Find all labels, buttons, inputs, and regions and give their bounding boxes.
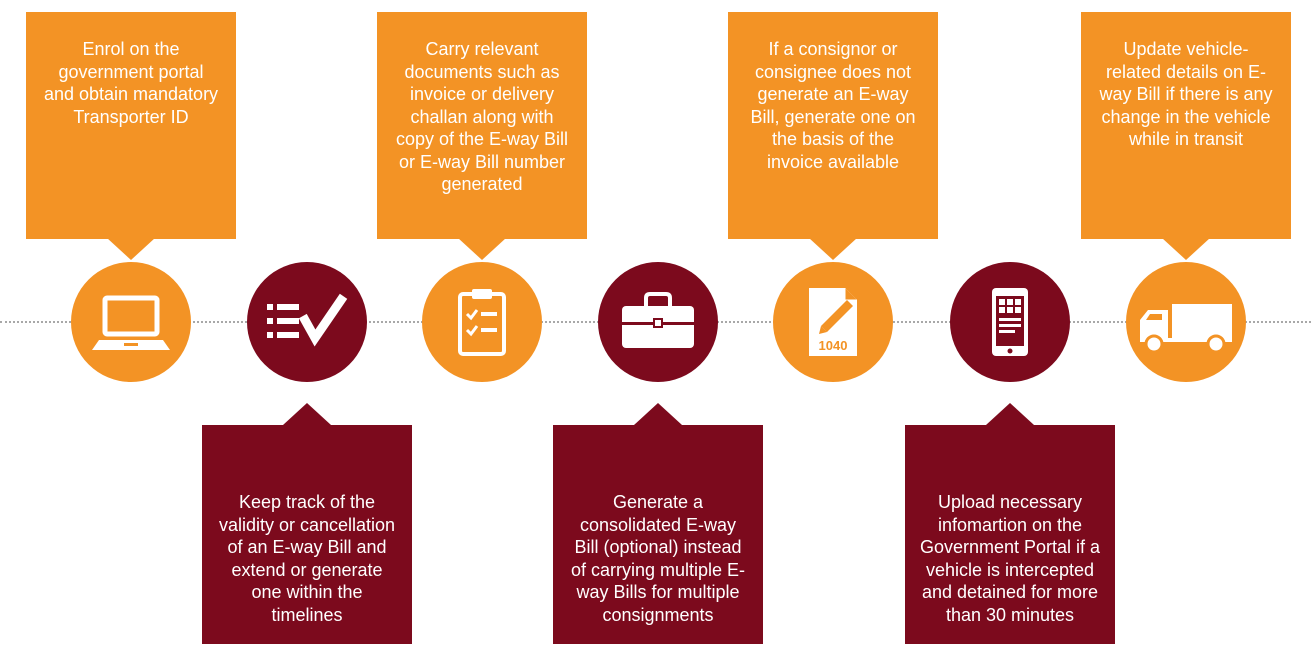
step-text: Upload necessary infomartion on the Gove… [919, 492, 1101, 625]
step-circle-enrol [71, 262, 191, 382]
step-circle-generate-on-invoice: 1040 [773, 262, 893, 382]
truck-icon [1140, 304, 1232, 354]
step-box-consolidated-bill: Generate a consolidated E-way Bill (opti… [553, 425, 763, 644]
step-box-track-validity: Keep track of the validity or cancellati… [202, 425, 412, 644]
clipboard-icon [458, 289, 506, 356]
step-box-generate-on-invoice: If a consignor or consignee does not gen… [728, 12, 938, 239]
laptop-icon [92, 295, 170, 350]
step-text: Enrol on the government portal and obtai… [43, 39, 219, 127]
step-pointer [283, 403, 331, 425]
step-text: Keep track of the validity or cancellati… [218, 492, 396, 625]
step-pointer [1162, 238, 1210, 260]
step-circle-track-validity [247, 262, 367, 382]
step-circle-update-vehicle [1126, 262, 1246, 382]
step-pointer [986, 403, 1034, 425]
step-text: Generate a consolidated E-way Bill (opti… [570, 492, 746, 625]
step-circle-consolidated-bill [598, 262, 718, 382]
step-text: Carry relevant documents such as invoice… [395, 39, 569, 194]
smartphone-icon [992, 288, 1028, 356]
step-box-upload-information: Upload necessary infomartion on the Gove… [905, 425, 1115, 644]
step-text: Update vehicle-related details on E-way … [1099, 39, 1273, 149]
form-label: 1040 [819, 338, 848, 353]
step-text: If a consignor or consignee does not gen… [750, 39, 916, 172]
step-box-update-vehicle: Update vehicle-related details on E-way … [1081, 12, 1291, 239]
step-circle-upload-information [950, 262, 1070, 382]
step-box-enrol: Enrol on the government portal and obtai… [26, 12, 236, 239]
step-pointer [458, 238, 506, 260]
briefcase-icon [622, 292, 694, 348]
tax-form-1040-icon: 1040 [809, 288, 857, 356]
step-box-carry-documents: Carry relevant documents such as invoice… [377, 12, 587, 239]
step-pointer [809, 238, 857, 260]
checklist-icon [267, 293, 348, 347]
step-pointer [107, 238, 155, 260]
step-circle-carry-documents [422, 262, 542, 382]
step-pointer [634, 403, 682, 425]
